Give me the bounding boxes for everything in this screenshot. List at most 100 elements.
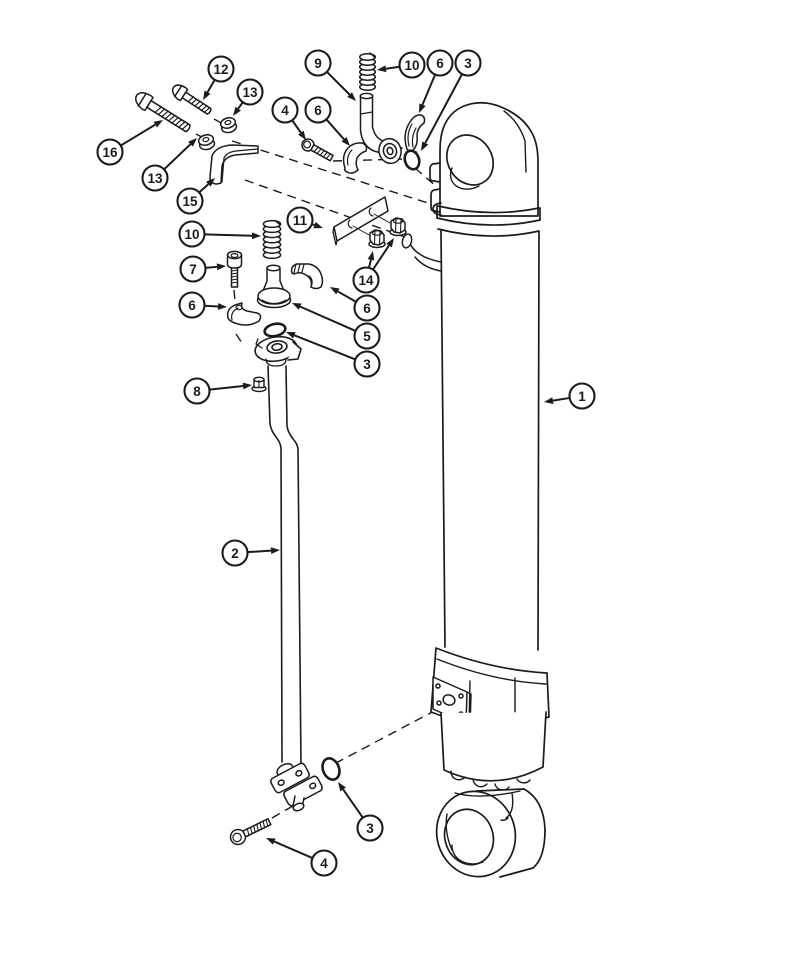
callout-number: 6 <box>314 103 322 118</box>
callout-6: 6 <box>330 287 381 322</box>
cylinder-port-plate <box>432 676 472 727</box>
callout-arrow-line <box>367 259 372 269</box>
callout-3: 3 <box>338 782 384 842</box>
callout-number: 2 <box>231 546 239 561</box>
elbow-fitting <box>290 263 324 290</box>
mounting-plate <box>332 196 391 246</box>
cylinder-bottom-eye <box>435 788 546 878</box>
callout-arrow-head <box>251 232 261 240</box>
callout-9: 9 <box>304 49 356 101</box>
top-fittings <box>301 52 426 174</box>
callout-circle <box>568 382 596 410</box>
port-fitting <box>256 264 292 309</box>
callout-13: 13 <box>141 138 197 192</box>
callout-arrow-line <box>198 183 210 194</box>
callout-number: 8 <box>193 384 201 399</box>
o-ring-top <box>403 149 421 171</box>
callout-6: 6 <box>178 291 227 319</box>
nut-b <box>389 217 407 237</box>
callout-number: 4 <box>281 103 289 118</box>
callout-arrow-line <box>299 305 356 332</box>
clamp-bracket <box>209 144 259 185</box>
callout-arrow-head <box>377 65 387 73</box>
callout-arrow-line <box>209 384 244 391</box>
callout-8: 8 <box>183 377 252 405</box>
callout-arrow-head <box>188 138 197 147</box>
spring-middle <box>262 219 282 260</box>
tube-nut <box>251 376 267 393</box>
callout-arrow-head <box>270 547 280 554</box>
callout-arrow-line <box>247 549 272 554</box>
callout-arrow-head <box>286 332 296 339</box>
callout-circle <box>183 377 211 405</box>
callout-2: 2 <box>221 539 280 567</box>
callout-circle <box>310 849 338 877</box>
callout-arrow-line <box>206 79 216 93</box>
callout-arrow-line <box>291 119 302 134</box>
callout-circle <box>353 322 381 350</box>
callout-number: 3 <box>366 821 374 836</box>
callout-number: 1 <box>578 389 586 404</box>
callout-arrow-line <box>273 840 313 859</box>
callout-circle <box>304 96 332 124</box>
callout-arrow-head <box>419 103 426 113</box>
callout-circle <box>178 220 206 248</box>
flanged-nut-lower <box>197 134 216 151</box>
clamp-half-middle <box>226 302 262 326</box>
callout-14: 14 <box>352 238 394 294</box>
callout-arrow-line <box>326 71 351 96</box>
tube-body <box>267 365 283 763</box>
callout-11: 11 <box>286 206 323 234</box>
spring-top <box>358 52 377 91</box>
callout-arrow-head <box>386 238 394 248</box>
callout-arrow-line <box>237 101 244 110</box>
callout-circle <box>426 49 454 77</box>
callout-13: 13 <box>233 78 264 116</box>
callout-arrow-head <box>330 287 340 295</box>
hydraulic-cylinder <box>401 101 550 878</box>
callout-number: 5 <box>363 329 371 344</box>
callout-circle <box>352 266 380 294</box>
callout-arrow-line <box>342 788 364 819</box>
callout-circle <box>176 187 204 215</box>
callout-number: 3 <box>464 56 472 71</box>
callout-circle <box>178 291 206 319</box>
callout-circle <box>454 49 482 77</box>
callout-circle <box>179 255 207 283</box>
bolt-bottom <box>229 818 272 846</box>
callout-15: 15 <box>176 178 215 215</box>
callout-arrow-head <box>153 120 163 128</box>
callout-circle <box>141 164 169 192</box>
o-ring-bottom <box>321 757 341 781</box>
callout-circle <box>356 814 384 842</box>
callout-number: 13 <box>242 85 258 100</box>
callout-arrow-line <box>204 233 253 237</box>
callout-3: 3 <box>286 332 381 378</box>
callout-arrow-head <box>347 92 356 101</box>
callout-arrow-head <box>217 303 227 310</box>
bolt-socket-head <box>226 250 243 288</box>
callout-circle <box>304 49 332 77</box>
cylinder-cap <box>440 711 547 791</box>
callout-number: 6 <box>188 298 196 313</box>
callout-arrow-head <box>298 130 306 140</box>
callout-arrow-head <box>341 137 350 146</box>
callout-arrow-head <box>338 782 346 792</box>
callout-number: 6 <box>436 56 444 71</box>
callout-arrow-head <box>292 303 302 310</box>
callout-number: 13 <box>147 171 163 186</box>
callout-arrow-line <box>325 118 345 140</box>
callout-6: 6 <box>419 49 454 113</box>
callout-circle <box>353 350 381 378</box>
callout-circle <box>207 55 235 83</box>
callout-circle <box>271 96 299 124</box>
callout-arrow-line <box>294 334 356 361</box>
nut-a <box>368 229 386 249</box>
callout-16: 16 <box>96 120 163 166</box>
callout-arrow-line <box>372 244 390 271</box>
elbow-pipe <box>359 92 402 165</box>
tube-bottom-elbow <box>270 762 323 812</box>
clamp-half-top-left <box>342 142 368 174</box>
